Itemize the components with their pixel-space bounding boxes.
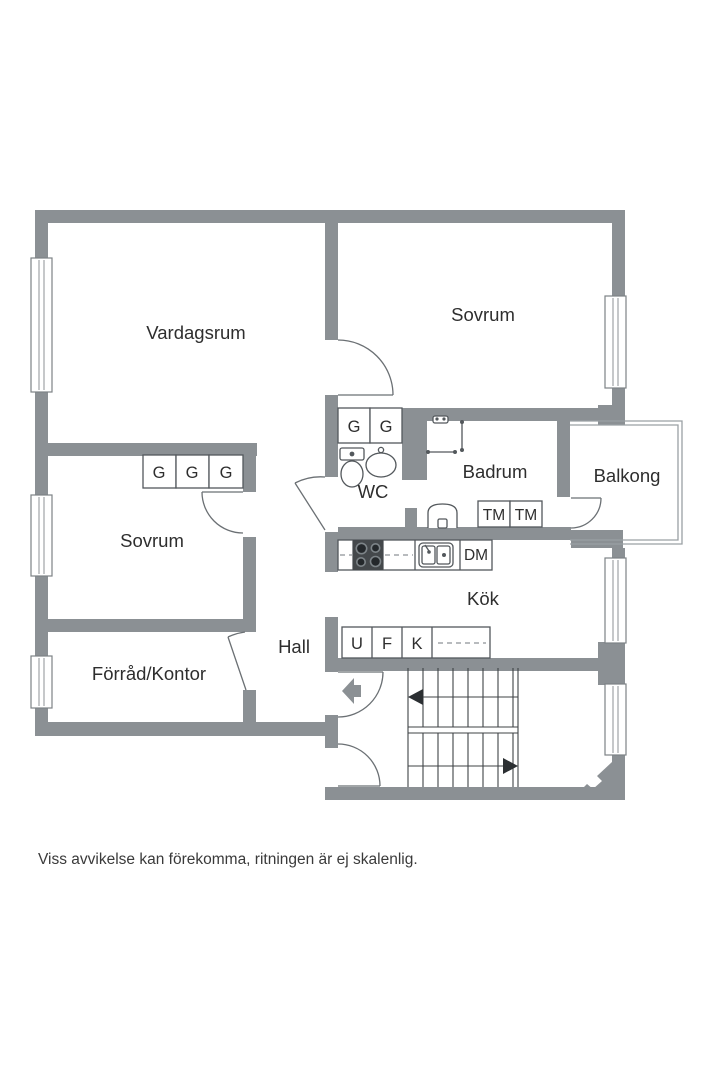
wall (338, 527, 571, 540)
stairs (407, 668, 519, 787)
doors (201, 339, 602, 787)
washing-machine-label: TM (483, 507, 505, 524)
door-sovrum-upper (337, 339, 394, 396)
wall (571, 530, 623, 548)
kitchen-cabinets (341, 626, 491, 659)
wall (598, 642, 625, 685)
freezer-label: F (382, 635, 392, 653)
wall (243, 456, 256, 492)
window-forrad (30, 655, 53, 709)
stove (353, 540, 383, 570)
door-balkong (570, 497, 602, 529)
wc-sink (365, 446, 397, 478)
door-sovrum-lower (201, 491, 244, 534)
room-label-sovrum-upper: Sovrum (451, 304, 515, 325)
window-stairwell (604, 683, 627, 756)
closet-label: G (348, 418, 361, 436)
wall (402, 408, 427, 480)
entry-arrow-icon (342, 678, 361, 704)
wall (325, 787, 625, 800)
stairs-boundary (407, 668, 519, 787)
door-wc (294, 476, 326, 531)
wall (243, 690, 256, 722)
closet-box (369, 407, 403, 444)
wall (35, 619, 256, 632)
oven-label: U (351, 635, 363, 653)
washing-machine-box (509, 500, 543, 528)
window-vardagsrum (30, 257, 53, 393)
wall (325, 658, 612, 671)
room-label-wc: WC (358, 481, 389, 502)
wall (243, 537, 256, 619)
closet-label: G (220, 464, 233, 482)
closet-box (208, 454, 244, 489)
stairs-treads-lower (422, 733, 514, 787)
wall (325, 715, 338, 748)
windows (30, 257, 627, 756)
balcony-border-inner (570, 424, 679, 541)
room-label-kok: Kök (467, 588, 500, 609)
door-stairwell-lower (337, 743, 381, 787)
balcony-outline (570, 420, 683, 545)
wall (405, 508, 417, 528)
wall (557, 421, 570, 497)
shower-area (426, 415, 464, 454)
closet-label: G (153, 464, 166, 482)
door-forrad (227, 631, 247, 691)
room-label-balkong: Balkong (594, 465, 661, 486)
badrum-sink (427, 503, 458, 529)
washing-machine-box (477, 500, 511, 528)
wall (325, 532, 338, 572)
door-entry (337, 671, 384, 718)
washing-machine-label: TM (515, 507, 537, 524)
kitchen-sink (418, 542, 454, 568)
room-label-hall: Hall (278, 636, 310, 657)
fixtures (142, 407, 543, 659)
stairs-arrow-up-head (408, 689, 423, 705)
disclaimer-text: Viss avvikelse kan förekomma, ritningen … (38, 851, 418, 868)
window-kok (604, 557, 627, 644)
balcony-border-outer (570, 420, 683, 545)
stairs-arrow-down-head (503, 758, 518, 774)
toilet (339, 447, 365, 488)
room-label-vardagsrum: Vardagsrum (146, 322, 245, 343)
room-label-sovrum-lower: Sovrum (120, 530, 184, 551)
wall (325, 210, 338, 340)
wall (35, 443, 257, 456)
dishwasher-label: DM (464, 547, 488, 564)
labels: Vardagsrum Sovrum Sovrum WC Badrum Balko… (92, 304, 661, 684)
fridge-label: K (411, 635, 422, 653)
closet-box (337, 407, 371, 444)
wall (325, 617, 338, 672)
window-sovrum-lower (30, 494, 53, 577)
wall (325, 395, 338, 477)
closet-label: G (380, 418, 393, 436)
room-label-forrad-kontor: Förråd/Kontor (92, 663, 206, 684)
closet-label: G (186, 464, 199, 482)
room-label-badrum: Badrum (463, 461, 528, 482)
kitchen-counter (337, 539, 493, 571)
window-sovrum-upper (604, 295, 627, 389)
wall (35, 722, 338, 736)
wall (402, 408, 625, 421)
